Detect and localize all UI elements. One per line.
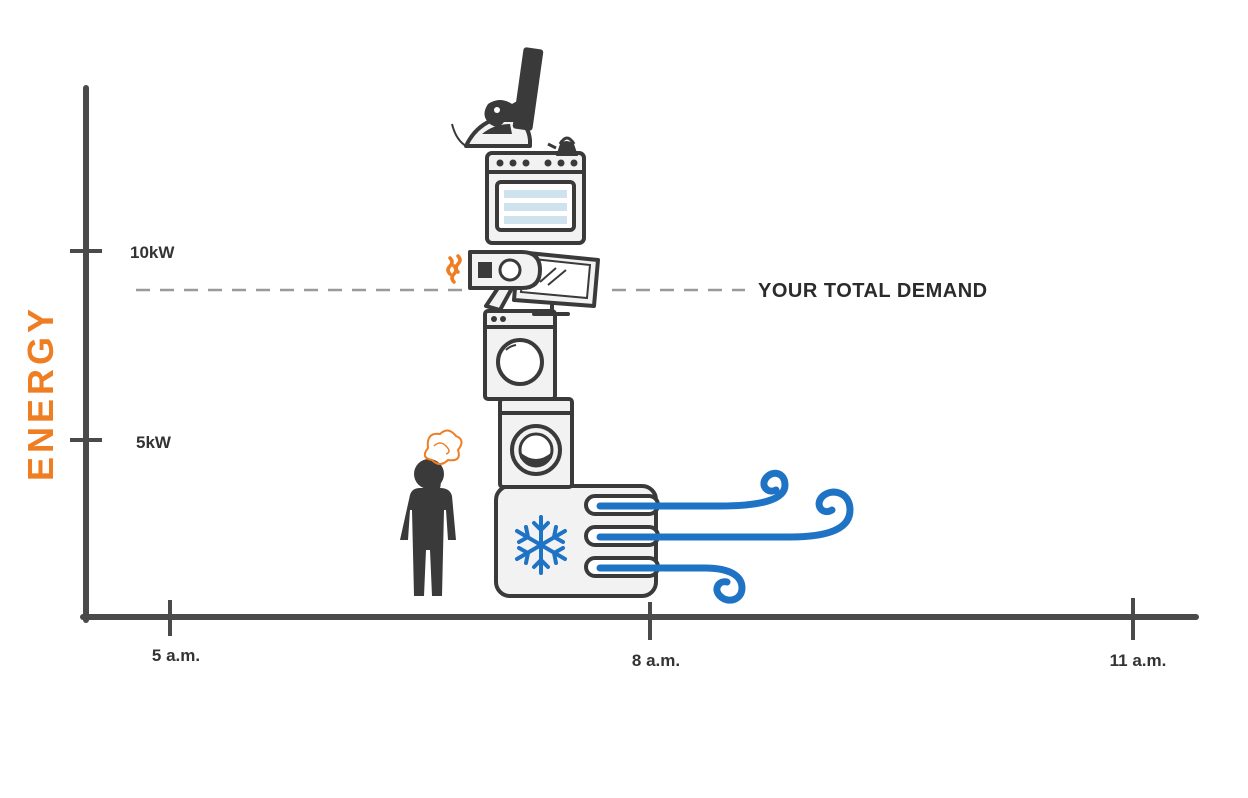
y-tick-label-10kw: 10kW bbox=[130, 243, 175, 262]
dryer-icon bbox=[483, 309, 557, 401]
x-tick-label-5am: 5 a.m. bbox=[152, 646, 200, 665]
snowflake-icon bbox=[515, 515, 567, 575]
hair-dryer-icon bbox=[446, 250, 542, 312]
x-tick-label-11am: 11 a.m. bbox=[1110, 651, 1167, 670]
kettle-icon bbox=[547, 136, 578, 156]
y-axis-title: ENERGY bbox=[20, 305, 61, 481]
worried-person-icon bbox=[400, 429, 463, 596]
washing-machine-icon bbox=[498, 397, 574, 489]
wind-icon bbox=[596, 469, 854, 604]
total-demand-label: YOUR TOTAL DEMAND bbox=[758, 280, 988, 302]
oven-icon bbox=[485, 151, 586, 245]
x-tick-label-8am: 8 a.m. bbox=[632, 651, 680, 670]
remote-control-icon bbox=[512, 47, 544, 131]
y-tick-label-5kw: 5kW bbox=[136, 433, 172, 452]
